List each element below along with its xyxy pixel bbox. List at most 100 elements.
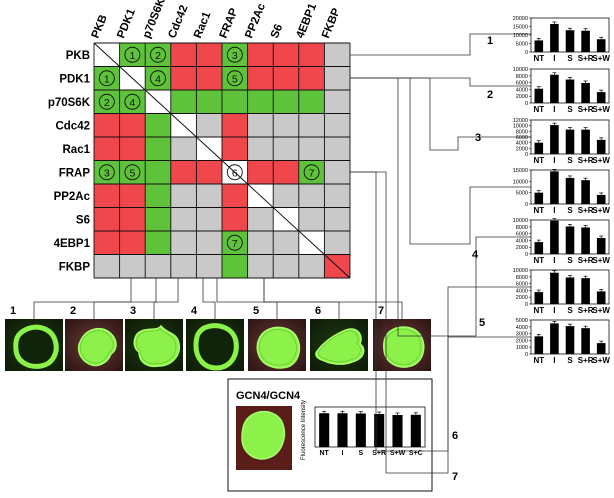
category-label: I <box>553 256 555 265</box>
matrix-cell-9-5 <box>222 254 248 278</box>
matrix-marker-label: 1 <box>104 73 110 85</box>
matrix-marker-circle <box>226 234 243 251</box>
category-label: S+W <box>592 206 610 215</box>
y-tick-label: 6000 <box>516 232 528 238</box>
matrix-cell-6-9 <box>324 184 350 208</box>
cell-image-label: 3 <box>130 305 136 317</box>
y-tick-label: 6000 <box>516 81 528 87</box>
cell-shape <box>133 324 180 368</box>
chart-leader-line <box>350 33 531 56</box>
category-label: NT <box>533 105 544 114</box>
matrix-cell-9-7 <box>273 254 299 278</box>
category-label: S+W <box>592 105 610 114</box>
bar-S <box>565 326 575 354</box>
matrix-cell-3-2 <box>145 113 171 137</box>
matrix-cell-6-2 <box>145 184 171 208</box>
category-label: NT <box>533 54 544 63</box>
bar-S+R <box>581 278 590 304</box>
bar-I <box>550 171 559 204</box>
category-label: I <box>553 356 555 365</box>
matrix-marker-circle <box>124 46 141 63</box>
cell-membrane-ring <box>13 324 59 369</box>
chart-leader-line <box>350 171 531 474</box>
bar-S+R <box>374 414 385 447</box>
matrix-row-label: PP2Ac <box>54 191 91 203</box>
category-label: S+W <box>592 256 610 265</box>
matrix-cell-3-7 <box>273 113 299 137</box>
matrix-cell-0-4 <box>196 43 222 67</box>
image-leader-line <box>93 282 157 319</box>
bar-S <box>565 277 575 304</box>
category-label: S <box>567 256 573 265</box>
matrix-marker-circle <box>98 70 115 87</box>
matrix-cell-5-8 <box>298 160 325 184</box>
matrix-marker-circle <box>226 164 243 181</box>
matrix-cell-7-5 <box>222 207 248 231</box>
matrix-cell-9-2 <box>145 254 171 278</box>
matrix-col-label: PP2Ac <box>243 1 268 40</box>
chart-leader-line <box>350 77 531 245</box>
y-tick-label: 10000 <box>513 268 528 274</box>
bar-S+R <box>581 180 590 204</box>
y-tick-label: 20000 <box>513 16 528 22</box>
chart-leader-line <box>350 77 531 87</box>
matrix-cell-3-6 <box>247 113 274 137</box>
matrix-cell-2-0 <box>94 90 120 114</box>
y-tick-label: 4000 <box>516 87 528 93</box>
chart-side-label: 6 <box>452 430 458 442</box>
cell-membrane-ring <box>193 323 239 371</box>
y-tick-label: 4000 <box>516 238 528 244</box>
bar-I <box>550 125 559 154</box>
matrix-marker-circle <box>226 46 243 63</box>
y-tick-label: 0 <box>525 252 528 258</box>
cell-image-label: 6 <box>315 305 321 317</box>
category-label: S+R <box>578 256 594 265</box>
bar-S <box>565 30 575 52</box>
cell-body <box>315 328 365 365</box>
matrix-row-label: FRAP <box>59 167 91 179</box>
bar-NT <box>534 336 544 354</box>
matrix-cell-5-1 <box>119 160 146 184</box>
bar-S+R <box>581 227 590 254</box>
category-label: I <box>553 206 555 215</box>
y-tick-label: 12000 <box>513 118 528 124</box>
matrix-col-label: FRAP <box>218 6 241 40</box>
bar-S <box>565 226 575 254</box>
chart-side-label: 3 <box>475 132 481 144</box>
cell-shape <box>256 326 301 369</box>
y-tick-label: 8000 <box>516 225 528 231</box>
matrix-marker-circle <box>303 164 320 181</box>
category-label: I <box>553 306 555 315</box>
bar-S+W <box>596 39 606 52</box>
matrix-cell-4-1 <box>119 137 146 161</box>
bar-S+W <box>392 415 403 447</box>
matrix-cell-6-4 <box>196 184 222 208</box>
matrix-cell-4-5 <box>222 137 248 161</box>
matrix-cell-5-6 <box>247 160 274 184</box>
y-tick-label: 8000 <box>516 275 528 281</box>
cell-shape <box>383 326 425 368</box>
y-tick-label: 8000 <box>516 74 528 80</box>
category-label: S+C <box>409 450 423 457</box>
matrix-marker-label: 3 <box>104 167 110 179</box>
matrix-cell-1-9 <box>324 66 350 90</box>
chart-side-label: 7 <box>452 471 458 483</box>
y-tick-label: 0 <box>525 202 528 208</box>
chart-leader-line <box>350 77 531 337</box>
matrix-cell-5-2 <box>145 160 171 184</box>
cell-inner-shade <box>318 330 361 363</box>
y-tick-label: 10000 <box>513 124 528 130</box>
category-label: S+W <box>592 156 610 165</box>
matrix-marker-label: 1 <box>129 50 135 62</box>
matrix-marker-label: 2 <box>104 97 110 109</box>
bar-S+W <box>596 291 606 304</box>
category-label: NT <box>533 256 544 265</box>
category-label: S+W <box>592 306 610 315</box>
matrix-cell-9-6 <box>247 254 274 278</box>
interaction-matrix: PKBPKBPDK1PDK1p70S6Kp70S6KCdc42Cdc42Rac1… <box>48 0 351 279</box>
matrix-col-label: Rac1 <box>192 10 214 41</box>
matrix-cell-7-9 <box>324 207 350 231</box>
